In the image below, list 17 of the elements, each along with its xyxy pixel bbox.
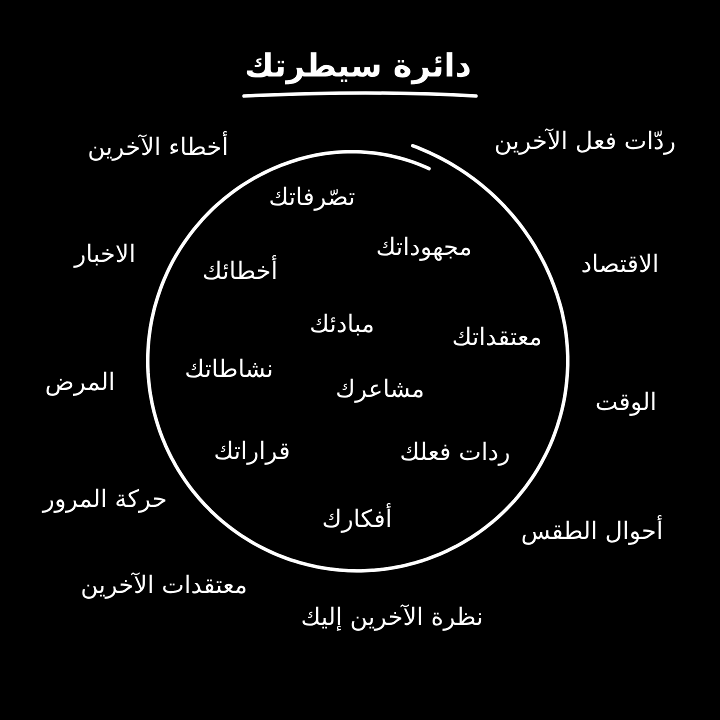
inside-label: قراراتك	[214, 438, 290, 466]
inside-label: مشاعرك	[336, 376, 424, 404]
outside-label: ردّات فعل الآخرين	[494, 128, 676, 156]
inside-label: معتقداتك	[452, 324, 542, 352]
inside-label: نشاطاتك	[184, 356, 274, 384]
outside-label: الوقت	[595, 389, 657, 417]
inside-label: تصّرفاتك	[268, 184, 356, 212]
outside-label: المرض	[44, 369, 116, 397]
outside-label: معتقدات الآخرين	[80, 572, 248, 600]
outside-label: الاقتصاد	[581, 251, 659, 279]
outside-label: الاخبار	[74, 241, 136, 269]
outside-label: نظرة الآخرين إليك	[300, 604, 484, 632]
inside-label: ردات فعلك	[400, 439, 510, 467]
title: دائرة سيطرتك	[244, 48, 472, 84]
inside-label: مجهوداتك	[376, 234, 472, 262]
inside-label: مبادئك	[309, 311, 374, 339]
outside-label: حركة المرور	[42, 486, 168, 514]
